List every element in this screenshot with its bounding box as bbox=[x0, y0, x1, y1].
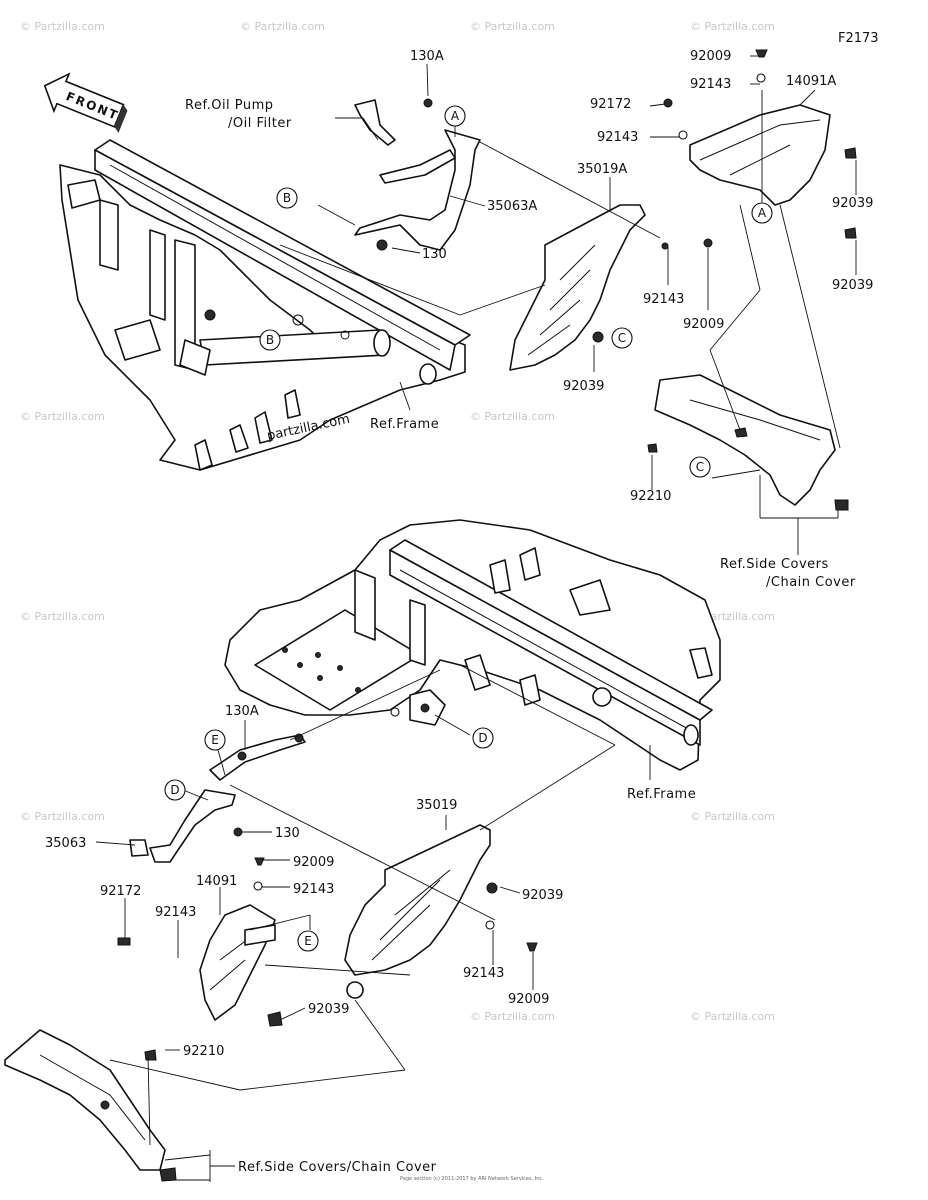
part-label: 92172 bbox=[100, 884, 141, 899]
callout-a: A bbox=[758, 206, 767, 220]
ref-label: /Chain Cover bbox=[766, 575, 856, 590]
part-label: 92210 bbox=[183, 1044, 224, 1059]
part-label: 35019A bbox=[577, 162, 627, 177]
watermark: © Partzilla.com bbox=[470, 1010, 555, 1023]
bottom-leaders bbox=[95, 664, 651, 1182]
watermark: © Partzilla.com bbox=[470, 410, 555, 423]
callout-c: C bbox=[618, 331, 626, 345]
callout-e: E bbox=[211, 733, 219, 747]
part-label: 130 bbox=[422, 247, 447, 262]
diagram-code: F2173 bbox=[838, 31, 879, 46]
bracket-35063 bbox=[129, 733, 306, 863]
ref-label: Ref.Side Covers bbox=[720, 557, 829, 572]
ref-label: Ref.Side Covers/Chain Cover bbox=[238, 1160, 437, 1175]
part-label: 92143 bbox=[155, 905, 196, 920]
bottom-callouts: D E D E bbox=[164, 727, 494, 952]
ref-label: /Oil Filter bbox=[228, 116, 292, 131]
top-leaders bbox=[279, 55, 857, 555]
part-label: 92143 bbox=[463, 966, 504, 981]
part-label: 35063A bbox=[487, 199, 537, 214]
watermark: © Partzilla.com bbox=[20, 20, 105, 33]
part-label: 92143 bbox=[643, 292, 684, 307]
bottom-frame bbox=[224, 519, 721, 771]
part-label: 92009 bbox=[683, 317, 724, 332]
part-label: 92143 bbox=[293, 882, 334, 897]
part-label: 14091A bbox=[786, 74, 836, 89]
callout-b: B bbox=[266, 333, 274, 347]
bracket-35063A bbox=[354, 98, 481, 251]
ref-label: Ref.Frame bbox=[627, 787, 696, 802]
watermark: © Partzilla.com bbox=[690, 20, 775, 33]
callout-d: D bbox=[478, 731, 487, 745]
watermark: © Partzilla.com bbox=[20, 610, 105, 623]
part-label: 14091 bbox=[196, 874, 237, 889]
footer-copyright: Page section (c) 2011-2017 by ARI Networ… bbox=[400, 1176, 544, 1182]
watermark: © Partzilla.com bbox=[240, 20, 325, 33]
ref-label: Ref.Oil Pump bbox=[185, 98, 274, 113]
watermark: © Partzilla.com bbox=[20, 810, 105, 823]
bottom-labels: 130A 130 35063 Ref.Frame 35019 92009 921… bbox=[45, 704, 696, 1175]
callout-a: A bbox=[451, 109, 460, 123]
ref-label: Ref.Frame bbox=[370, 417, 439, 432]
side-cover-top bbox=[647, 374, 849, 511]
part-label: 92172 bbox=[590, 97, 631, 112]
part-label: 92039 bbox=[522, 888, 563, 903]
callout-d: D bbox=[170, 783, 179, 797]
watermark: © Partzilla.com bbox=[690, 810, 775, 823]
top-frame bbox=[59, 139, 471, 471]
part-label: 92039 bbox=[308, 1002, 349, 1017]
callout-e: E bbox=[304, 934, 312, 948]
guard-35019A bbox=[509, 204, 713, 371]
part-label: 92009 bbox=[293, 855, 334, 870]
guard-35019 bbox=[344, 824, 538, 999]
part-label: 130 bbox=[275, 826, 300, 841]
watermark: © Partzilla.com bbox=[470, 20, 555, 33]
front-arrow-icon: FRONT bbox=[43, 72, 128, 133]
part-label: 92210 bbox=[630, 489, 671, 504]
part-label: 92039 bbox=[832, 196, 873, 211]
callout-c: C bbox=[696, 460, 704, 474]
part-label: 35063 bbox=[45, 836, 86, 851]
part-label: 92039 bbox=[832, 278, 873, 293]
part-label: 92009 bbox=[690, 49, 731, 64]
watermark: © Partzilla.com bbox=[690, 1010, 775, 1023]
part-label: 92009 bbox=[508, 992, 549, 1007]
fender-14091A bbox=[663, 49, 857, 239]
callout-b: B bbox=[283, 191, 291, 205]
top-callouts: A B B A C C bbox=[259, 105, 773, 478]
fender-14091 bbox=[117, 857, 283, 1027]
part-label: 92143 bbox=[690, 77, 731, 92]
watermark: © Partzilla.com bbox=[20, 410, 105, 423]
part-label: 130A bbox=[225, 704, 259, 719]
side-cover-bottom bbox=[4, 1029, 177, 1182]
part-label: 35019 bbox=[416, 798, 457, 813]
part-label: 92143 bbox=[597, 130, 638, 145]
part-label: 130A bbox=[410, 49, 444, 64]
part-label: 92039 bbox=[563, 379, 604, 394]
